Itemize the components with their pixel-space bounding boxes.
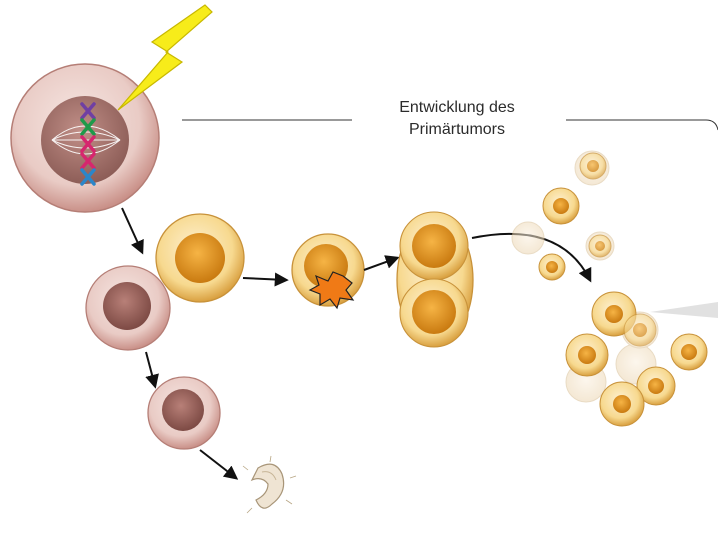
heading-line-2: Primärtumors [362, 119, 552, 141]
tumor-cell-cluster [512, 151, 718, 426]
arrow-to-division [122, 208, 142, 252]
arrow-to-healthy-daughter [146, 352, 155, 386]
arrow-to-mutated-cell [243, 278, 286, 280]
heading-line-1: Entwicklung des [362, 97, 552, 119]
original-cell [11, 64, 159, 212]
lightning-bolt-icon [118, 5, 212, 110]
dividing-cell-mutated [156, 214, 244, 302]
dividing-cell-healthy [86, 266, 170, 350]
apoptotic-cell-remnant [243, 456, 296, 513]
healthy-daughter-cell [148, 377, 220, 449]
blood-vessel-hint [650, 302, 718, 318]
arrow-to-tumor-division [364, 258, 397, 270]
arrow-to-apoptosis [200, 450, 236, 478]
dividing-tumor-cell [397, 212, 473, 347]
mutated-cell [292, 234, 364, 308]
primary-tumor-heading: Entwicklung des Primärtumors [362, 97, 552, 141]
